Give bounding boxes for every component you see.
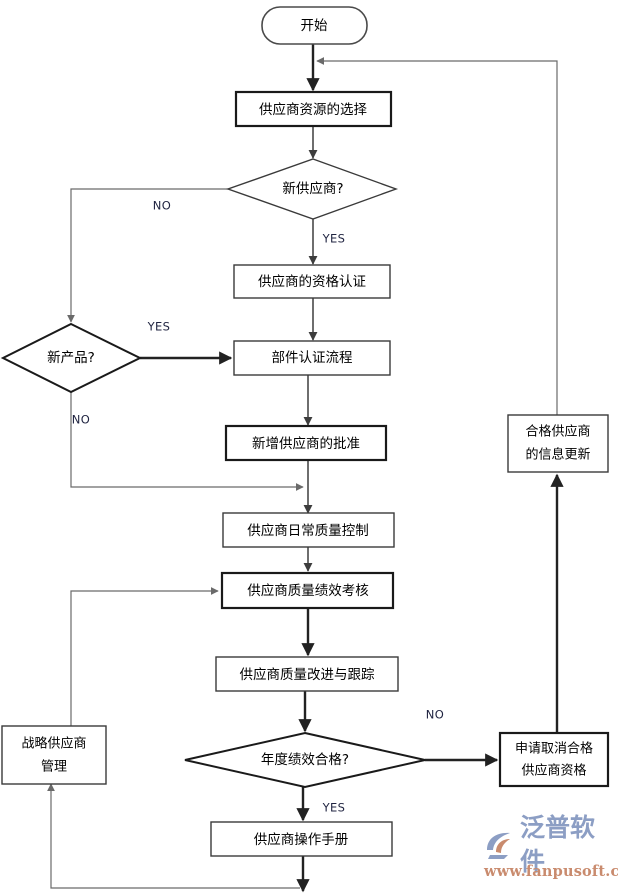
node-new-supplier-approval-label: 新增供应商的批准 xyxy=(252,435,360,452)
node-supplier-resource-selection[interactable]: 供应商资源的选择 xyxy=(234,90,393,128)
node-quality-performance-review[interactable]: 供应商质量绩效考核 xyxy=(220,571,395,610)
node-qualified-supplier-info-update-line1: 合格供应商 xyxy=(525,424,590,440)
node-supplier-manual-label: 供应商操作手册 xyxy=(254,831,349,848)
edge-bottom-loop-to-strategic-mgmt xyxy=(47,783,300,889)
node-revoke-qualification-request-line2: 供应商资格 xyxy=(521,763,586,779)
edge-label-new-product-yes: YES xyxy=(147,320,171,334)
node-quality-performance-review-label: 供应商质量绩效考核 xyxy=(247,582,369,599)
node-revoke-qualification-request[interactable]: 申请取消合格 供应商资格 xyxy=(498,731,610,788)
edge-strategic-mgmt-to-performance-review xyxy=(70,587,219,726)
node-supplier-qualification-label: 供应商的资格认证 xyxy=(258,273,366,290)
node-is-new-supplier[interactable]: 新供应商? xyxy=(225,158,399,220)
node-supplier-manual[interactable]: 供应商操作手册 xyxy=(210,821,393,857)
edge-info-update-to-main-spine xyxy=(316,57,558,415)
node-start-label: 开始 xyxy=(301,18,328,34)
edge-new-supplier-no-to-new-product xyxy=(67,188,228,323)
node-quality-improvement-tracking-label: 供应商质量改进与跟踪 xyxy=(240,666,375,683)
node-strategic-supplier-management[interactable]: 战略供应商 管理 xyxy=(1,725,107,785)
edge-label-new-supplier-no: NO xyxy=(153,199,171,213)
node-daily-quality-control-label: 供应商日常质量控制 xyxy=(247,522,369,539)
node-strategic-supplier-management-line1: 战略供应商 xyxy=(21,736,86,752)
edge-label-new-supplier-yes: YES xyxy=(322,232,346,246)
edge-new-product-no-to-daily-control xyxy=(70,392,304,491)
node-supplier-qualification[interactable]: 供应商的资格认证 xyxy=(233,264,391,299)
node-annual-performance-pass-label: 年度绩效合格? xyxy=(261,752,349,768)
node-is-new-product-label: 新产品? xyxy=(47,350,95,366)
node-new-supplier-approval[interactable]: 新增供应商的批准 xyxy=(224,424,388,462)
node-annual-performance-pass[interactable]: 年度绩效合格? xyxy=(184,731,426,789)
node-revoke-qualification-request-line1: 申请取消合格 xyxy=(515,741,593,757)
edge-label-annual-yes: YES xyxy=(322,801,346,815)
node-is-new-supplier-label: 新供应商? xyxy=(282,180,343,197)
node-strategic-supplier-management-line2: 管理 xyxy=(41,760,67,775)
node-quality-improvement-tracking[interactable]: 供应商质量改进与跟踪 xyxy=(215,656,399,692)
node-daily-quality-control[interactable]: 供应商日常质量控制 xyxy=(222,512,395,548)
node-component-certification[interactable]: 部件认证流程 xyxy=(233,340,391,376)
edge-label-annual-no: NO xyxy=(426,708,444,722)
edge-label-new-product-no: NO xyxy=(72,413,90,427)
node-start[interactable]: 开始 xyxy=(261,6,368,45)
node-qualified-supplier-info-update[interactable]: 合格供应商 的信息更新 xyxy=(507,414,609,473)
node-component-certification-label: 部件认证流程 xyxy=(272,350,353,366)
node-qualified-supplier-info-update-line2: 的信息更新 xyxy=(525,447,590,463)
node-supplier-resource-selection-label: 供应商资源的选择 xyxy=(259,101,367,118)
node-is-new-product[interactable]: 新产品? xyxy=(0,322,143,394)
